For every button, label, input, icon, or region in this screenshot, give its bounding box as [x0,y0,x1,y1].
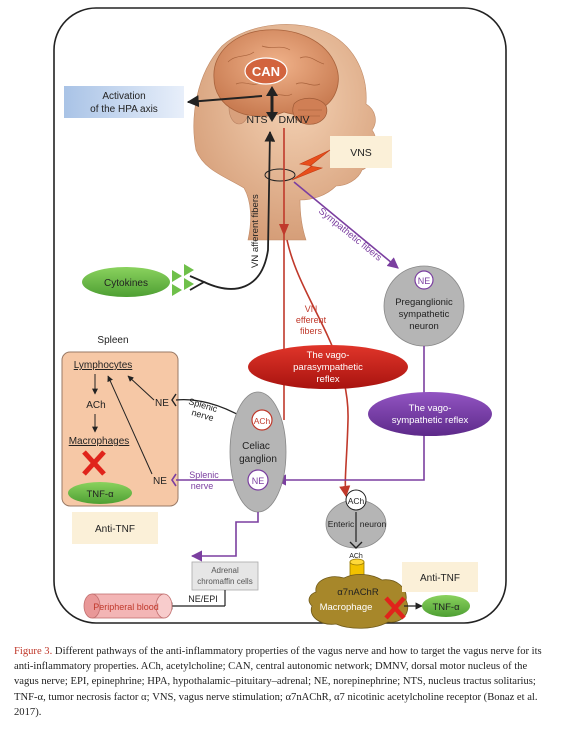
splenic-terminal-lower [171,473,177,487]
anti-tnf-right-label: Anti-TNF [420,573,460,584]
celiac-ach-badge [251,409,273,431]
vn-efferent-label-line1: VN [305,304,318,314]
hpa-label-line2: of the HPA axis [90,104,158,115]
splenic-lower-line2: nerve [191,481,214,491]
vns-box [330,136,392,168]
cytokine-triangles-icon [172,264,207,296]
vagopara-label-line3: reflex [316,374,339,385]
cytokines-label: Cytokines [104,278,148,289]
spleen-label: Spleen [97,335,128,346]
preganglionic-ne-badge [414,270,434,290]
vagosym-label-line2: sympathetic reflex [392,415,469,426]
can-label: CAN [252,64,280,79]
anti-tnf-box-left [72,512,158,544]
celiac-label-line1: Celiac [242,441,270,452]
enteric-ach-label: ACh [348,496,365,506]
enteric-ach-release-label: ACh [349,553,363,560]
vn-efferent-label-line2: efferent [296,315,327,325]
vagoparasympathetic-reflex-oval [248,345,408,389]
hpa-arrow [186,95,263,108]
ne-lymph-arrow-lower [107,375,153,475]
adrenal-label-line2: chromaffin cells [197,577,252,586]
enteric-label-left: Enteric [328,519,355,529]
macrophage-label: Macrophage [320,602,373,613]
spleen-block-x-icon [82,450,106,476]
preganglionic-ne-label: NE [418,276,431,286]
figure-caption-text: Different pathways of the anti-inflammat… [14,646,542,718]
peripheral-blood-vessel [83,593,173,619]
hpa-box [64,86,184,118]
macrophages-label: Macrophages [69,436,130,447]
preganglionic-label-line2: sympathetic [399,309,450,320]
spleen-tnf-label: TNF-α [86,489,114,500]
spleen-ne-lower: NE [153,476,167,487]
vagosym-label-line1: The vago- [409,403,452,414]
vagus-nerve-pathway-diagram: CAN Activation of the HPA axis NTS DMNV … [53,7,507,629]
celiac-to-adrenal-path [190,512,259,562]
nts-label: NTS [247,114,268,126]
adrenal-label-line1: Adrenal [211,566,239,575]
vn-efferent-label-line3: fibers [300,326,323,336]
macrophage-block-x-icon [384,596,406,620]
ne-lymph-arrow-upper [127,375,155,401]
splenic-lower-line1: Splenic [189,470,219,480]
cytokines-oval [82,267,170,297]
macrophage-tnf-label: TNF-α [432,602,460,613]
spleen-tnf-oval [68,482,132,504]
sympathetic-to-celiac-path [274,346,425,486]
celiac-ganglion [229,391,287,513]
anti-tnf-box-right [402,562,478,592]
enteric-label-right: neuron [360,519,387,529]
peripheral-blood-label: Peripheral blood [93,602,159,612]
can-nts-arrow [266,86,278,122]
vagosympathetic-reflex-oval [368,392,492,436]
vagopara-label-line2: parasympathetic [293,362,363,373]
celiac-ach-label: ACh [254,416,271,426]
celiac-label-line2: ganglion [239,454,277,465]
vn-efferent-arrowhead [279,224,289,236]
hpa-label-line1: Activation [102,91,145,102]
spleen-ne-upper: NE [155,398,169,409]
spleen-ach-label: ACh [86,400,105,411]
macrophage-tnf-oval [422,595,470,617]
celiac-ne-badge [247,469,269,491]
a7nachr-label: α7nAChR [337,587,379,598]
vns-label: VNS [350,147,372,159]
splenic-terminal-upper [171,393,177,407]
vagopara-label-line1: The vago- [307,350,350,361]
sympathetic-fibers-path [293,181,399,269]
a7nachr-receptor-icon [349,558,365,577]
preganglionic-label-line1: Preganglionic [395,297,453,308]
ne-epi-label: NE/EPI [188,594,218,604]
celiac-ne-label: NE [252,476,265,486]
vn-afferent-label: VN afferent fibers [250,194,261,268]
figure-caption: Figure 3. Different pathways of the anti… [14,644,550,720]
can-oval [244,57,288,85]
adrenal-box [191,561,259,591]
figure-number: Figure 3. [14,646,53,657]
anti-tnf-left-label: Anti-TNF [95,524,135,535]
vn-afferent-path [203,130,276,290]
vn-efferent-enteric-path [286,239,351,498]
enteric-ach-badge [345,489,367,511]
enteric-terminal [349,541,363,549]
preganglionic-label-line3: neuron [409,321,439,332]
dmnv-label: DMNV [279,114,310,126]
vns-lightning-icon [291,149,331,181]
vns-stim-site [264,168,296,182]
lymphocytes-label: Lymphocytes [74,360,133,371]
